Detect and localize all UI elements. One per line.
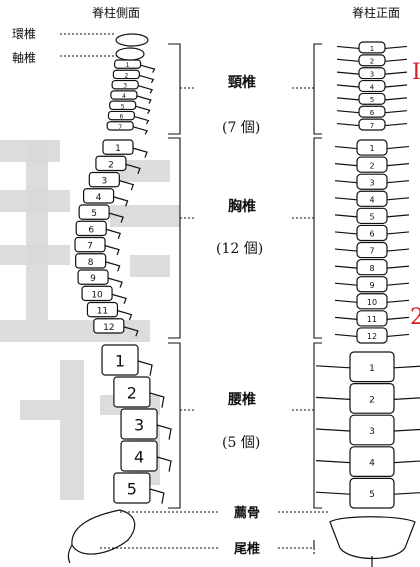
coccyx-label: 尾椎 <box>234 538 260 557</box>
front-vertebra-number: 3 <box>369 427 375 437</box>
side-vertebra-number: 12 <box>103 323 114 333</box>
front-vertebra-number: 8 <box>369 264 374 273</box>
front-vertebra-number: 5 <box>369 213 374 222</box>
front-bracket <box>314 138 322 338</box>
side-vertebra-number: 2 <box>108 160 114 170</box>
side-bracket <box>168 343 180 508</box>
side-process <box>119 181 133 190</box>
side-process <box>138 86 152 93</box>
front-vertebra-number: 4 <box>370 83 375 91</box>
front-vertebra-number: 2 <box>369 395 375 405</box>
axis-label: 軸椎 <box>12 49 36 66</box>
side-process <box>134 117 148 124</box>
cervical-label: 頸椎 <box>228 72 256 92</box>
side-view-title: 脊柱側面 <box>92 4 140 21</box>
side-vertebra-number: 4 <box>134 447 144 466</box>
side-vertebra-number: 3 <box>123 83 127 90</box>
side-vertebra-number: 3 <box>101 177 107 187</box>
front-vertebra-number: 4 <box>369 459 375 469</box>
side-vertebra-number: 4 <box>122 93 126 100</box>
side-vertebra-number: 7 <box>87 242 93 252</box>
front-bracket <box>314 343 322 508</box>
side-vertebra-number: 4 <box>96 193 102 203</box>
coccyx-leader-right <box>278 540 314 556</box>
front-vertebra-number: 3 <box>369 178 374 187</box>
side-vertebra-number: 1 <box>115 351 125 370</box>
front-vertebra-number: 2 <box>369 161 374 170</box>
side-vertebra-number: 7 <box>118 124 122 131</box>
side-process <box>138 361 152 376</box>
front-vertebra-number: 5 <box>369 490 375 500</box>
side-vertebra-number: 8 <box>88 258 94 268</box>
side-vertebra-number: 11 <box>97 307 108 317</box>
side-vertebra-number: 2 <box>127 383 137 402</box>
side-vertebra-number: 10 <box>91 290 103 300</box>
side-process <box>114 197 128 206</box>
cervical-count: (7 個) <box>222 117 260 137</box>
side-process <box>141 65 155 72</box>
front-vertebra-number: 9 <box>369 281 374 290</box>
front-sacrum <box>330 517 415 559</box>
side-vertebra-number: 6 <box>120 114 124 121</box>
edge-mark-1: I <box>412 60 420 85</box>
side-sacrum <box>72 510 135 554</box>
front-vertebra-number: 10 <box>367 298 377 307</box>
side-process <box>105 246 119 255</box>
atlas-shape <box>116 34 148 46</box>
front-bracket <box>314 44 322 134</box>
side-process <box>139 75 153 82</box>
side-vertebra-number: 5 <box>121 103 125 110</box>
thoracic-label: 胸椎 <box>228 196 256 216</box>
front-vertebra-number: 6 <box>370 109 375 117</box>
front-vertebra-number: 11 <box>367 315 377 324</box>
side-process <box>136 106 150 113</box>
side-vertebra-number: 3 <box>134 415 144 434</box>
side-process <box>133 148 147 157</box>
sacrum-label: 薦骨 <box>234 502 260 521</box>
front-vertebra-number: 1 <box>369 364 375 374</box>
edge-mark-2: 2 <box>410 305 420 330</box>
axis-shape <box>116 48 144 60</box>
side-coccyx <box>68 545 72 563</box>
side-vertebra-number: 6 <box>88 225 94 235</box>
front-vertebra-number: 7 <box>370 122 374 130</box>
front-vertebra-number: 7 <box>369 247 374 256</box>
front-vertebra-number: 6 <box>369 230 374 239</box>
front-vertebra-number: 5 <box>370 96 374 104</box>
front-spine: 123456712345678910111212345 <box>316 42 420 567</box>
front-vertebra-number: 12 <box>367 332 377 341</box>
side-vertebra-number: 1 <box>126 62 130 69</box>
side-vertebra-number: 1 <box>115 144 121 154</box>
side-vertebra-number: 2 <box>124 72 128 79</box>
side-process <box>133 127 147 134</box>
front-vertebra-number: 3 <box>370 70 374 78</box>
side-bracket <box>168 44 180 134</box>
front-view-title: 脊柱正面 <box>352 4 400 21</box>
lumbar-label: 腰椎 <box>228 389 256 409</box>
side-process <box>150 489 164 504</box>
side-process <box>106 229 120 238</box>
side-process <box>137 96 151 103</box>
side-process <box>106 262 120 271</box>
thoracic-count: (12 個) <box>216 238 263 258</box>
side-vertebra-number: 9 <box>90 274 96 284</box>
front-vertebra-number: 1 <box>370 45 374 53</box>
atlas-label: 環椎 <box>12 25 36 42</box>
front-vertebra-number: 4 <box>369 195 374 204</box>
lumbar-count: (5 個) <box>222 432 260 452</box>
side-vertebra-number: 5 <box>127 479 137 498</box>
front-vertebra-number: 1 <box>369 144 374 153</box>
front-vertebra-number: 2 <box>370 58 374 66</box>
side-vertebra-number: 5 <box>91 209 97 219</box>
